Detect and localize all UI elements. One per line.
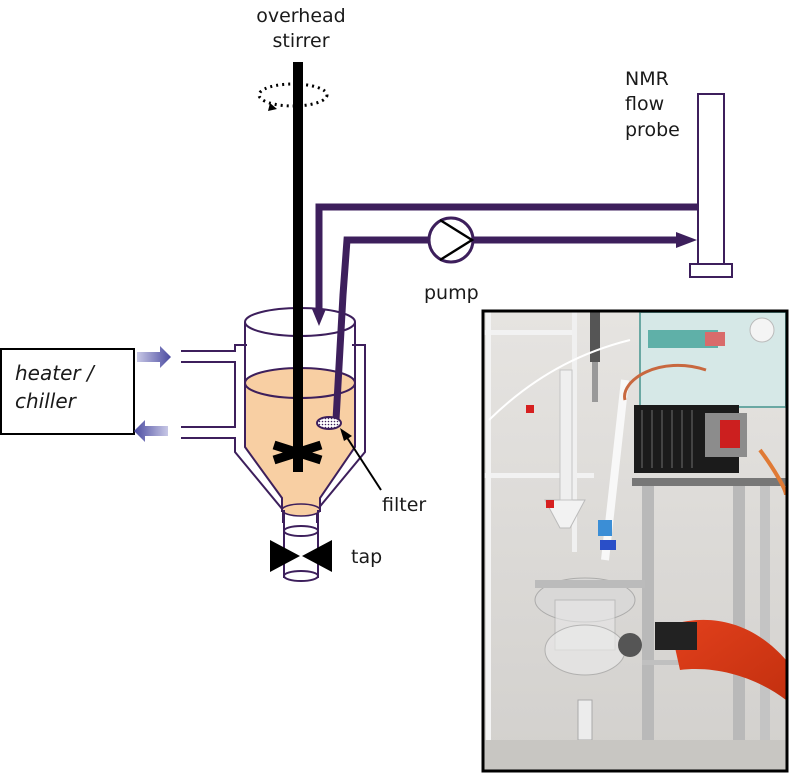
filter-icon [316, 416, 342, 430]
svg-text:probe: probe [625, 119, 680, 141]
outlet-liquid [281, 503, 321, 517]
probe-inlet-arrowhead-icon [676, 232, 697, 248]
overhead-stirrer-label: overhead stirrer [256, 5, 345, 52]
svg-text:NMR: NMR [625, 68, 669, 90]
nmr-flow-probe-label: NMR flow probe [625, 68, 680, 141]
heater-chiller-box [0, 348, 135, 435]
filter-pointer-arrowhead-icon [340, 428, 352, 441]
return-arrowhead-icon [312, 309, 326, 326]
stirrer-shaft [293, 62, 303, 472]
rotation-arrowhead-icon [268, 103, 277, 111]
svg-text:stirrer: stirrer [273, 30, 330, 52]
svg-text:overhead: overhead [256, 5, 345, 27]
tap-label: tap [351, 546, 382, 568]
rotation-icon [257, 82, 329, 108]
nmr-flow-probe [689, 93, 733, 278]
sample-line [332, 236, 680, 421]
heater-chiller-label-1: heater / [15, 361, 96, 385]
setup-photograph [484, 312, 786, 770]
pump-icon [427, 216, 475, 264]
svg-text:flow: flow [625, 93, 664, 115]
stirrer-impeller [272, 440, 323, 465]
tap-valve-icon [270, 540, 332, 572]
jacket-outlet-arrow-icon [134, 420, 168, 442]
heater-chiller-label-2: chiller [15, 389, 78, 413]
jacket-inlet-arrow-icon [137, 346, 171, 368]
return-line [315, 203, 697, 312]
photo-frame [481, 309, 789, 773]
filter-pointer-line [345, 435, 382, 491]
filter-label: filter [382, 494, 426, 516]
heater-chiller: heater / chiller [0, 348, 135, 435]
pump-label: pump [424, 282, 479, 304]
